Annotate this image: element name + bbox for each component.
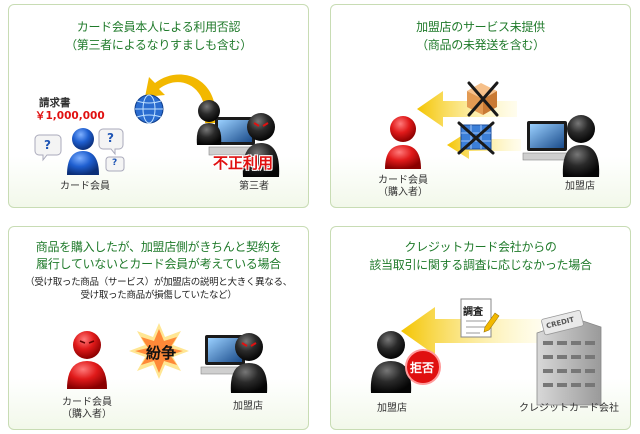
caption-purchaser: （購入者）	[62, 409, 112, 420]
caption-credit-card-company: クレジットカード会社	[519, 403, 619, 414]
document-icon	[460, 298, 500, 338]
computer-icon	[208, 117, 260, 156]
panel-title-line2: （商品の未発送を含む）	[416, 38, 545, 52]
panel-title-line1: 加盟店のサービス未提供	[416, 20, 545, 34]
caption-merchant: 加盟店	[377, 403, 407, 414]
refusal-label: 拒否	[410, 361, 435, 375]
curved-arrow-icon	[145, 74, 216, 123]
merchant-figure	[230, 333, 268, 393]
panel-member-denial: カード会員本人による利用否認 （第三者によるなりすましも含む）	[8, 4, 309, 208]
globe-icon	[134, 94, 164, 124]
invoice-label: 請求書	[39, 97, 71, 109]
third-party-figure	[196, 100, 280, 177]
caption-purchaser: （購入者）	[378, 187, 428, 198]
building-icon	[536, 309, 602, 406]
caption-merchant: 加盟店	[565, 181, 595, 192]
merchant-figure	[562, 115, 600, 177]
caption-card-member: カード会員	[60, 181, 110, 192]
panel-service-not-provided: 加盟店のサービス未提供 （商品の未発送を含む）	[330, 4, 631, 208]
panel-title-line2: （第三者によるなりすましも含む）	[65, 38, 252, 52]
caption-merchant: 加盟店	[233, 401, 263, 412]
card-member-figure	[385, 116, 421, 169]
panel-title-line1: クレジットカード会社からの	[404, 240, 557, 254]
panel-contract-dispute: 商品を購入したが、加盟店側がきちんと契約を 履行していないとカード会員が考えてい…	[8, 226, 309, 430]
panel-investigation-refused: クレジットカード会社からの 該当取引に関する調査に応じなかった場合 調査	[330, 226, 631, 430]
question-mark-2: ?	[107, 131, 114, 145]
card-member-figure	[67, 331, 107, 389]
member-denial-illustration	[34, 74, 280, 177]
dispute-label: 紛争	[146, 344, 177, 362]
arrow-left-icon	[417, 91, 517, 127]
panel-note-line1: （受け取った商品（サービス）が加盟店の説明と大きく異なる、	[25, 277, 292, 288]
cross-icon	[457, 81, 499, 155]
question-mark-1: ?	[44, 138, 51, 152]
refusal-badge-icon	[405, 349, 441, 385]
speech-bubble-icon	[34, 128, 125, 172]
starburst-icon	[129, 323, 189, 379]
merchant-figure	[370, 331, 412, 393]
panel-title-line1: カード会員本人による利用否認	[76, 20, 241, 34]
panel-title-line1: 商品を購入したが、加盟店側がきちんと契約を	[35, 240, 282, 254]
investigation-refused-illustration	[370, 298, 602, 406]
panel-title-line2: 履行していないとカード会員が考えている場合	[36, 257, 281, 271]
fraud-use-label: 不正利用	[213, 154, 274, 172]
computer-icon	[522, 121, 572, 161]
panel-title-line2: 該当取引に関する調査に応じなかった場合	[369, 258, 592, 272]
invoice-amount: ￥1,000,000	[35, 110, 105, 122]
service-not-provided-illustration	[385, 81, 600, 177]
question-mark-3: ?	[112, 158, 118, 168]
caption-card-member: カード会員	[378, 175, 428, 186]
card-member-figure	[67, 128, 99, 175]
contract-dispute-illustration	[67, 323, 268, 393]
investigation-label: 調査	[463, 307, 483, 318]
caption-third-party: 第三者	[239, 181, 269, 192]
caption-card-member: カード会員	[62, 397, 112, 408]
panel-note-line2: 受け取った商品が損傷していたなど）	[80, 290, 237, 301]
